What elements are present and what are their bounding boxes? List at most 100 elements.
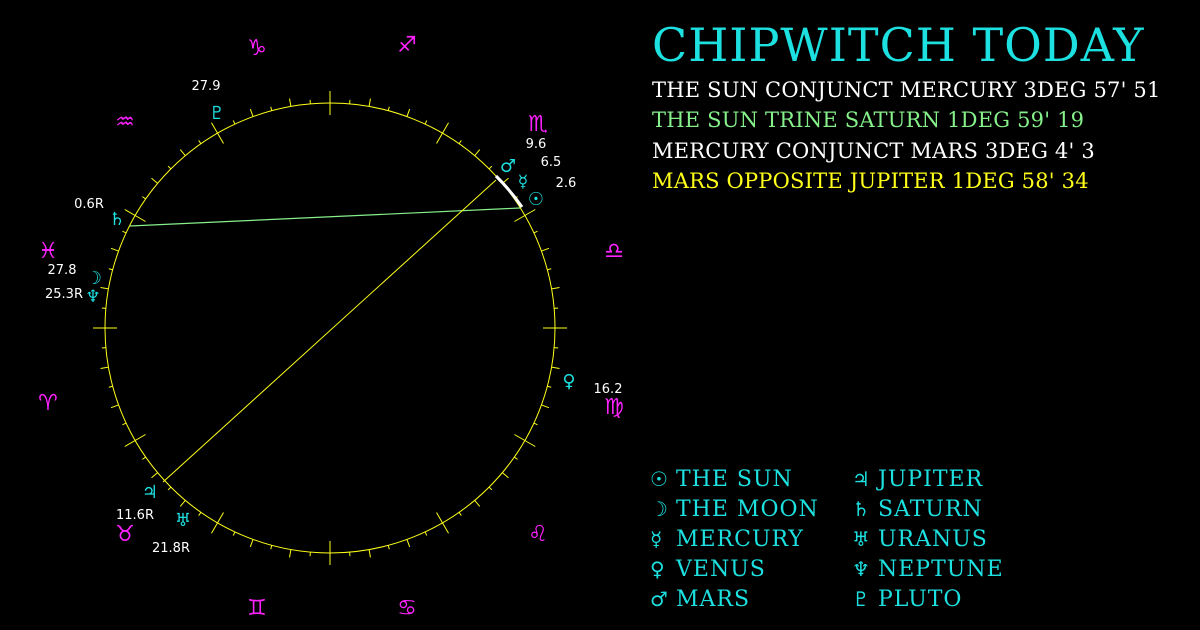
degree-tick xyxy=(368,549,371,558)
pluto-degree: 27.9 xyxy=(192,79,221,94)
legend-item-pluto: ♇PLUTO xyxy=(852,587,962,612)
legend-label: THE MOON xyxy=(676,497,819,522)
jupiter-degree: 11.6R xyxy=(116,508,154,523)
moon-icon: ☽ xyxy=(650,497,669,521)
degree-tick xyxy=(547,268,552,271)
legend-item-venus: ♀ VENUS xyxy=(650,557,766,582)
aries-icon: ♈ xyxy=(38,391,58,416)
gemini-icon: ♊ xyxy=(247,596,267,621)
degree-tick xyxy=(368,98,371,107)
degree-tick xyxy=(232,120,236,125)
sagittarius-icon: ♐ xyxy=(397,33,417,58)
legend-label: NEPTUNE xyxy=(878,557,1004,582)
degree-tick xyxy=(249,539,254,548)
aquarius-icon: ♒ xyxy=(115,110,135,135)
degree-tick xyxy=(100,366,109,369)
degree-tick xyxy=(100,287,109,290)
aspect-line-sun-trine-saturn xyxy=(129,207,521,227)
degree-tick xyxy=(406,539,411,548)
legend-label: MARS xyxy=(676,587,751,612)
mercury-icon: ☿ xyxy=(518,172,528,192)
degree-tick xyxy=(122,422,127,426)
mercury-degree: 6.5 xyxy=(541,155,562,170)
degree-tick xyxy=(249,108,254,117)
aspect-line-mars-opposite-jupiter xyxy=(162,179,497,483)
degree-tick xyxy=(387,106,390,111)
scorpio-icon: ♏ xyxy=(528,112,548,137)
jupiter-icon: ♃ xyxy=(852,467,871,491)
degree-tick xyxy=(167,486,172,491)
sun-degree: 2.6 xyxy=(556,176,577,191)
pluto-icon: ♇ xyxy=(852,587,871,611)
venus-icon: ♀ xyxy=(650,557,666,581)
aspect-line-3: MERCURY CONJUNCT MARS 3DEG 4' 3 xyxy=(652,139,1095,163)
degree-tick xyxy=(270,106,273,111)
degree-tick xyxy=(474,149,481,156)
degree-tick xyxy=(108,268,113,271)
jupiter-icon: ♃ xyxy=(142,482,158,503)
virgo-icon: ♍ xyxy=(604,395,624,420)
uranus-icon: ♅ xyxy=(175,510,191,531)
degree-tick xyxy=(142,196,146,200)
conjunction-arc xyxy=(494,174,524,208)
natal-chart-wheel: ♑ ♐ ♏ ♎ ♍ ♌ ♋ ♊ ♉ ♈ ♓ ♒ ♇ ♂ ☿ ☉ ♄ ☽ ♆ ♀ … xyxy=(38,33,624,621)
degree-tick xyxy=(458,140,462,144)
degree-tick xyxy=(424,120,428,125)
sun-icon: ☉ xyxy=(650,467,669,491)
degree-tick xyxy=(198,140,202,144)
degree-tick xyxy=(502,472,509,479)
mars-degree: 9.6 xyxy=(526,137,547,152)
legend-item-moon: ☽ THE MOON xyxy=(650,497,819,522)
degree-tick xyxy=(424,531,428,536)
degree-tick xyxy=(179,500,186,507)
degree-tick xyxy=(289,549,292,558)
mars-icon: ♂ xyxy=(650,587,669,611)
degree-tick xyxy=(541,247,550,252)
chart-circle xyxy=(104,102,556,554)
degree-tick xyxy=(488,486,493,491)
uranus-degree: 21.8R xyxy=(152,541,190,556)
legend-item-neptune: ♆ NEPTUNE xyxy=(852,557,1004,582)
degree-tick xyxy=(289,98,292,107)
neptune-degree: 25.3R xyxy=(45,287,83,302)
saturn-icon: ♄ xyxy=(109,209,125,230)
saturn-degree: 0.6R xyxy=(74,197,104,212)
degree-tick xyxy=(110,404,119,409)
leo-icon: ♌ xyxy=(528,522,548,547)
degree-tick xyxy=(151,177,158,184)
aspect-line-2: THE SUN TRINE SATURN 1DEG 59' 19 xyxy=(652,108,1085,132)
degree-tick xyxy=(198,512,202,516)
legend-item-uranus: ♅ URANUS xyxy=(852,527,988,552)
uranus-icon: ♅ xyxy=(852,527,871,551)
neptune-icon: ♆ xyxy=(852,557,871,581)
degree-tick xyxy=(122,230,127,234)
legend-item-jupiter: ♃ JUPITER xyxy=(852,467,983,492)
degree-tick xyxy=(514,456,518,460)
legend-item-sun: ☉ THE SUN xyxy=(650,467,793,492)
moon-icon: ☽ xyxy=(86,268,102,289)
legend-label: MERCURY xyxy=(676,527,804,552)
capricorn-icon: ♑ xyxy=(247,36,267,61)
degree-tick xyxy=(474,500,481,507)
legend-label: JUPITER xyxy=(878,467,984,492)
degree-tick xyxy=(167,165,172,170)
degree-tick xyxy=(108,385,113,388)
aspect-line-1: THE SUN CONJUNCT MERCURY 3DEG 57' 51 xyxy=(652,78,1161,102)
legend-label: THE SUN xyxy=(676,467,793,492)
neptune-icon: ♆ xyxy=(85,287,100,307)
saturn-icon: ♄ xyxy=(852,497,871,521)
mercury-icon: ☿ xyxy=(650,527,664,551)
degree-tick xyxy=(541,404,550,409)
legend-label: URANUS xyxy=(878,527,988,552)
degree-tick xyxy=(151,472,158,479)
degree-tick xyxy=(110,247,119,252)
degree-tick xyxy=(142,456,146,460)
degree-tick xyxy=(551,287,560,290)
degree-tick xyxy=(270,545,273,550)
legend-label: VENUS xyxy=(676,557,766,582)
pluto-icon: ♇ xyxy=(209,103,225,124)
taurus-icon: ♉ xyxy=(115,522,135,547)
legend-item-mercury: ☿ MERCURY xyxy=(650,527,804,552)
degree-tick xyxy=(533,422,538,426)
aspect-line-4: MARS OPPOSITE JUPITER 1DEG 58' 34 xyxy=(652,169,1089,193)
